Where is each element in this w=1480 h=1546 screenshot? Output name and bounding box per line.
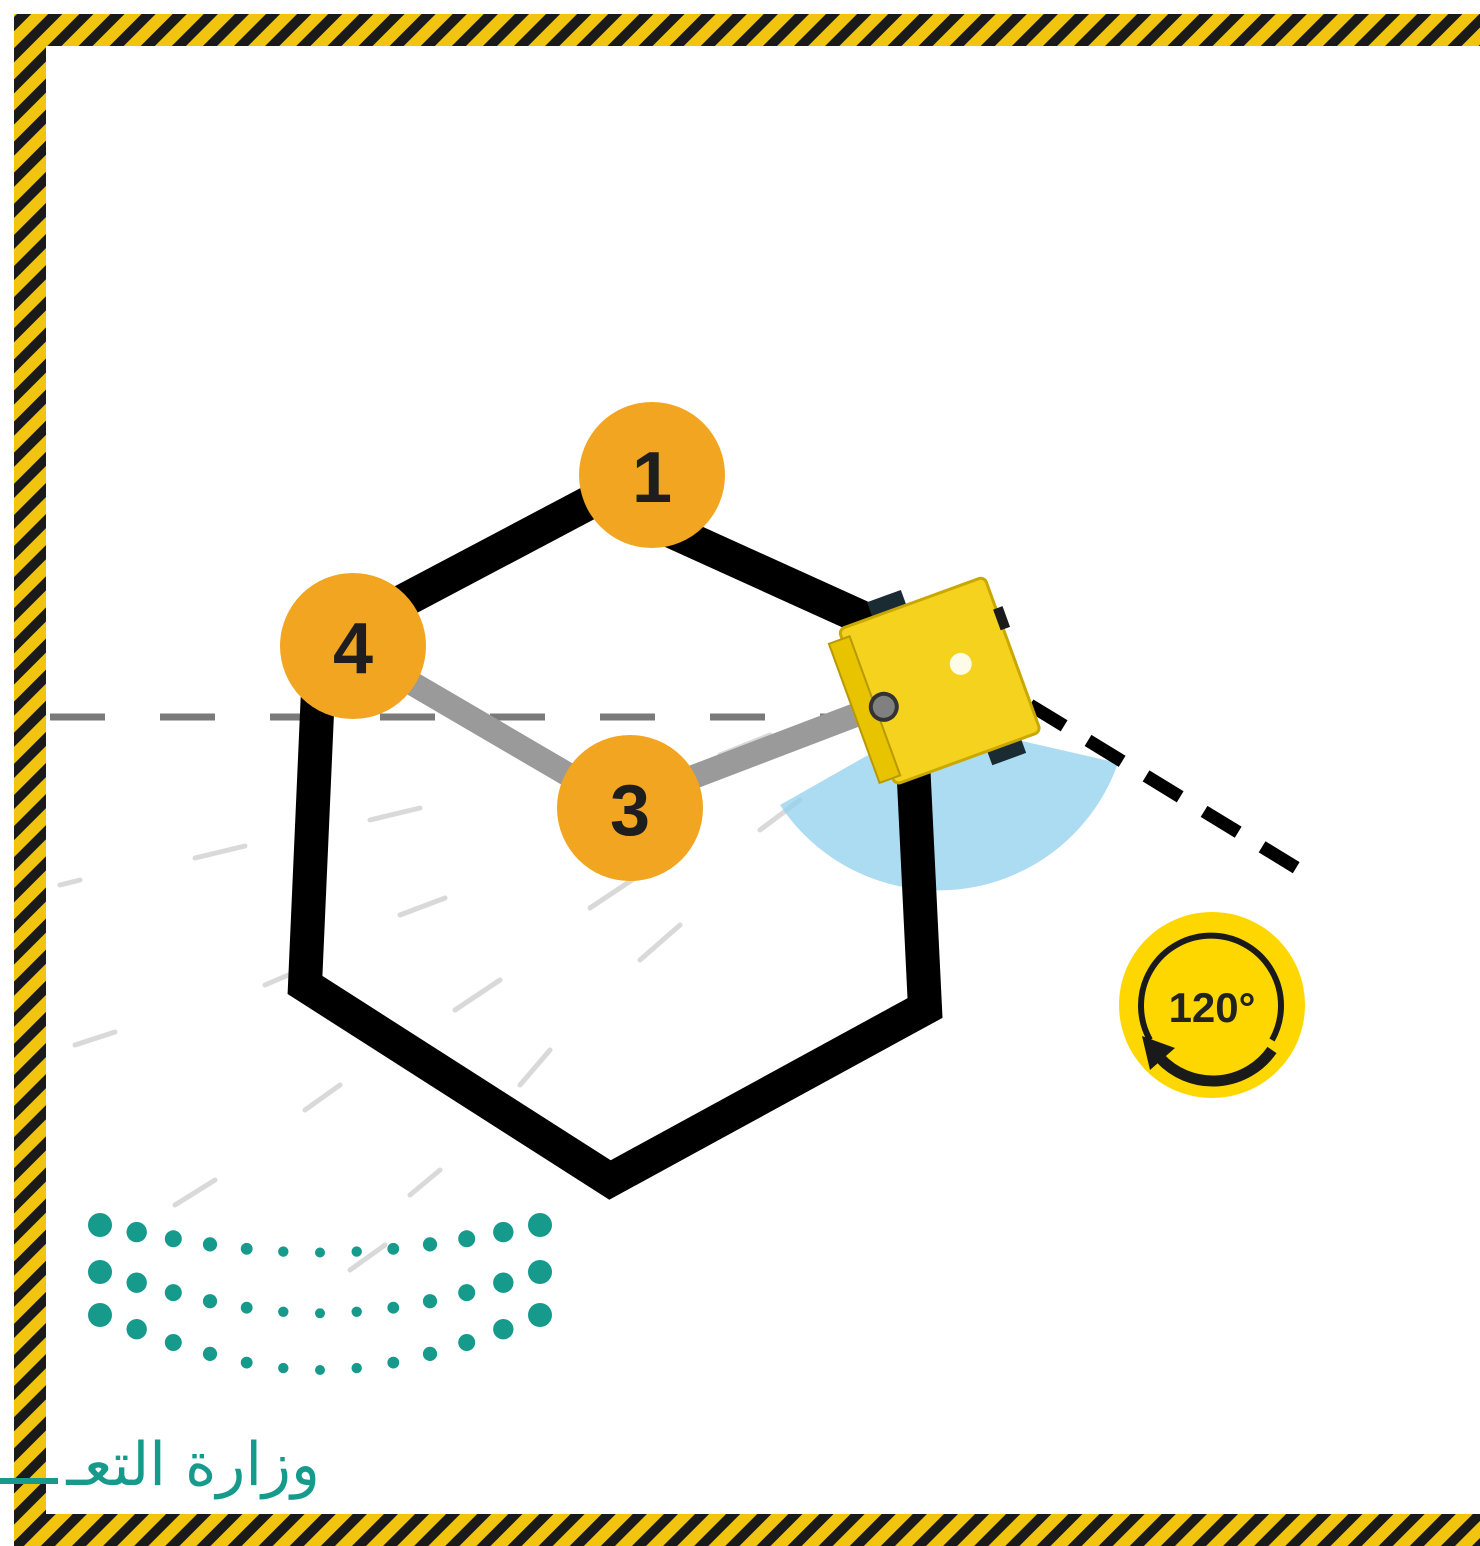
marker-4: 4	[280, 573, 426, 719]
logo-dot	[423, 1347, 437, 1361]
logo-dot	[493, 1222, 513, 1242]
logo-dot-pattern	[88, 1213, 552, 1375]
logo-dot	[315, 1308, 325, 1318]
logo-dot	[278, 1363, 288, 1373]
logo-dot	[278, 1307, 288, 1317]
logo-dot	[127, 1273, 147, 1293]
logo-dot	[458, 1334, 475, 1351]
ministry-logo: وزارة التعـ	[0, 1213, 552, 1500]
logo-dot	[203, 1237, 217, 1251]
logo-dot	[88, 1303, 112, 1327]
logo-dot	[88, 1260, 112, 1284]
marker-1-label: 1	[632, 438, 672, 518]
turn-angle-label: 120°	[1169, 984, 1256, 1031]
logo-dot	[423, 1237, 437, 1251]
logo-dot	[127, 1222, 147, 1242]
logo-dot	[352, 1363, 362, 1373]
hazard-border	[14, 14, 1480, 1546]
logo-dot	[458, 1284, 475, 1301]
logo-dot	[315, 1365, 325, 1375]
logo-dot	[315, 1248, 325, 1258]
logo-dot	[387, 1302, 399, 1314]
logo-dot	[387, 1357, 399, 1369]
logo-arabic-text: وزارة التعـ	[65, 1430, 320, 1500]
logo-dot	[241, 1243, 253, 1255]
logo-dot	[458, 1230, 475, 1247]
logo-dot	[352, 1307, 362, 1317]
logo-dot	[493, 1319, 513, 1339]
logo-underline	[0, 1478, 58, 1484]
logo-dot	[241, 1357, 253, 1369]
logo-dot	[528, 1303, 552, 1327]
logo-dot	[127, 1319, 147, 1339]
logo-dot	[165, 1334, 182, 1351]
logo-dot	[203, 1294, 217, 1308]
logo-dot	[165, 1284, 182, 1301]
logo-dot	[528, 1260, 552, 1284]
logo-dot	[203, 1347, 217, 1361]
logo-dot	[528, 1213, 552, 1237]
logo-dot	[165, 1230, 182, 1247]
logo-dot	[423, 1294, 437, 1308]
logo-dot	[241, 1302, 253, 1314]
marker-3: 3	[557, 735, 703, 881]
marker-1: 1	[579, 402, 725, 548]
logo-dot	[387, 1243, 399, 1255]
logo-dot	[493, 1273, 513, 1293]
logo-dot	[278, 1246, 288, 1256]
turn-angle-badge: 120°	[1119, 912, 1305, 1098]
marker-4-label: 4	[333, 609, 373, 689]
logo-dot	[88, 1213, 112, 1237]
logo-dot	[352, 1246, 362, 1256]
marker-3-label: 3	[610, 771, 650, 851]
